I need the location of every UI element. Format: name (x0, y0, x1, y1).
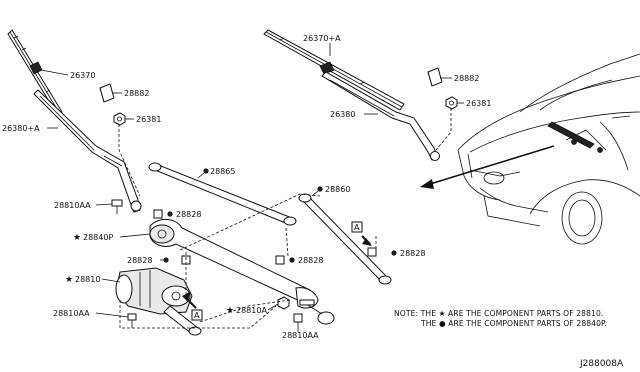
wiper-blade-left (7, 29, 63, 117)
label-28828-mid: 28828 (127, 256, 152, 265)
label-28828-lower: 28828 (298, 256, 323, 265)
label-28840p: 28840P (83, 233, 113, 242)
star-28810a: ★ (226, 306, 234, 316)
label-26380a: 26380+A (2, 124, 40, 133)
label-28810aa-lower: 28810AA (53, 309, 90, 318)
nut-right (445, 96, 458, 110)
star-28840p: ★ (73, 233, 81, 243)
label-28810a: 28810A (236, 306, 267, 315)
note-line-2: THE ● ARE THE COMPONENT PARTS OF 28840P. (420, 319, 607, 328)
linkage-rod-28865 (148, 162, 297, 226)
label-26370a: 26370+A (303, 34, 341, 43)
vehicle-illustration (457, 53, 640, 245)
wiper-blade-right (263, 29, 405, 111)
label-28810aa-bottom: 28810AA (282, 331, 319, 340)
star-28810: ★ (65, 275, 73, 285)
bushing-28828-right (367, 247, 397, 257)
svg-text:A: A (354, 223, 360, 232)
pointer-arrow (420, 145, 555, 189)
wiper-arm-right (321, 71, 440, 161)
label-28882-left: 28882 (124, 89, 149, 98)
label-26380: 26380 (330, 110, 355, 119)
bushing-28828-upper (153, 209, 173, 219)
bushing-28828-lower (275, 255, 295, 265)
label-28828-upper: 28828 (176, 210, 201, 219)
diagram-reference: J288008A (579, 359, 624, 369)
bolt-28810aa-upper (111, 199, 123, 214)
wiper-motor-28810 (115, 267, 202, 336)
nut-28810a (277, 296, 290, 310)
label-26381-left: 26381 (136, 115, 161, 124)
label-26370: 26370 (70, 71, 95, 80)
cap-right (427, 67, 443, 87)
label-26381-right: 26381 (466, 99, 491, 108)
label-28810aa-upper: 28810AA (54, 201, 91, 210)
wiper-arm-left (33, 89, 142, 213)
nut-left (113, 112, 126, 126)
cap-left (99, 83, 115, 103)
callout-a-lower: A (182, 292, 203, 321)
label-28810: 28810 (75, 275, 100, 284)
wiper-frame-28840p (149, 219, 335, 325)
callout-a-right: A (351, 221, 372, 246)
label-28828-right: 28828 (400, 249, 425, 258)
label-28882-right: 28882 (454, 74, 479, 83)
bolt-28810aa-lower (127, 313, 137, 328)
note-line-1: NOTE: THE ★ ARE THE COMPONENT PARTS OF 2… (394, 309, 603, 318)
svg-text:A: A (194, 311, 200, 320)
linkage-rod-28860 (298, 193, 392, 285)
bolt-28810aa-bottom (293, 299, 315, 332)
label-28865: 28865 (210, 167, 235, 176)
label-28860: 28860 (325, 185, 350, 194)
